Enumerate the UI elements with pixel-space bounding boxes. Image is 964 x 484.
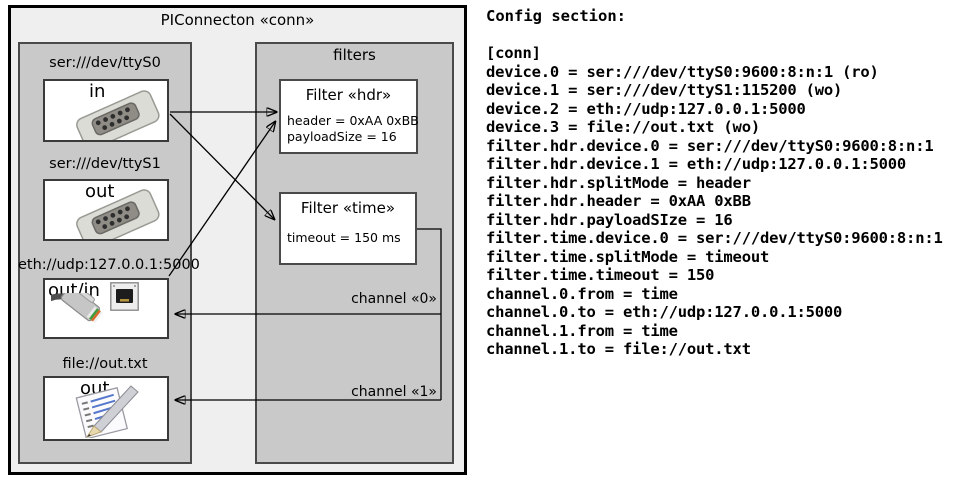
serial-connector-icon: [76, 90, 160, 140]
filters-panel-title: filters: [333, 46, 376, 64]
pencil-icon: [85, 385, 139, 438]
channel-1-label: channel «1»: [351, 384, 437, 400]
channel-0-label: channel «0»: [351, 291, 437, 307]
device-box-ttys1: out: [43, 179, 169, 241]
component-title: PIConnecton «conn»: [160, 11, 315, 29]
config-section-body: [conn] device.0 = ser:///dev/ttyS0:9600:…: [486, 44, 943, 358]
filter-time-box: Filter «time» timeout = 150 ms: [279, 192, 417, 265]
filter-hdr-properties: header = 0xAA 0xBB payloadSize = 16: [287, 113, 419, 144]
notepad-icon: [75, 385, 139, 438]
ethernet-port-icon: [110, 282, 139, 311]
port-direction-label: in: [89, 81, 106, 102]
device-label-file: file://out.txt: [62, 356, 148, 372]
filter-time-properties: timeout = 150 ms: [287, 230, 401, 245]
device-label-eth: eth://udp:127.0.0.1:5000: [18, 257, 200, 273]
device-label-ttys1: ser:///dev/ttyS1: [49, 156, 161, 172]
device-box-file: out: [43, 376, 169, 441]
serial-connector-icon: [76, 189, 160, 239]
device-box-eth: out/in: [43, 278, 169, 339]
device-label-ttys0: ser:///dev/ttyS0: [49, 55, 161, 71]
config-section-heading: Config section:: [486, 7, 626, 25]
filter-time-title: Filter «time»: [300, 199, 396, 217]
device-box-ttys0: in: [43, 79, 169, 142]
filter-hdr-title: Filter «hdr»: [305, 86, 392, 104]
ethernet-cable-icon: [51, 293, 103, 324]
filter-hdr-box: Filter «hdr» header = 0xAA 0xBB payloadS…: [279, 79, 419, 154]
port-direction-label: out: [85, 181, 115, 202]
